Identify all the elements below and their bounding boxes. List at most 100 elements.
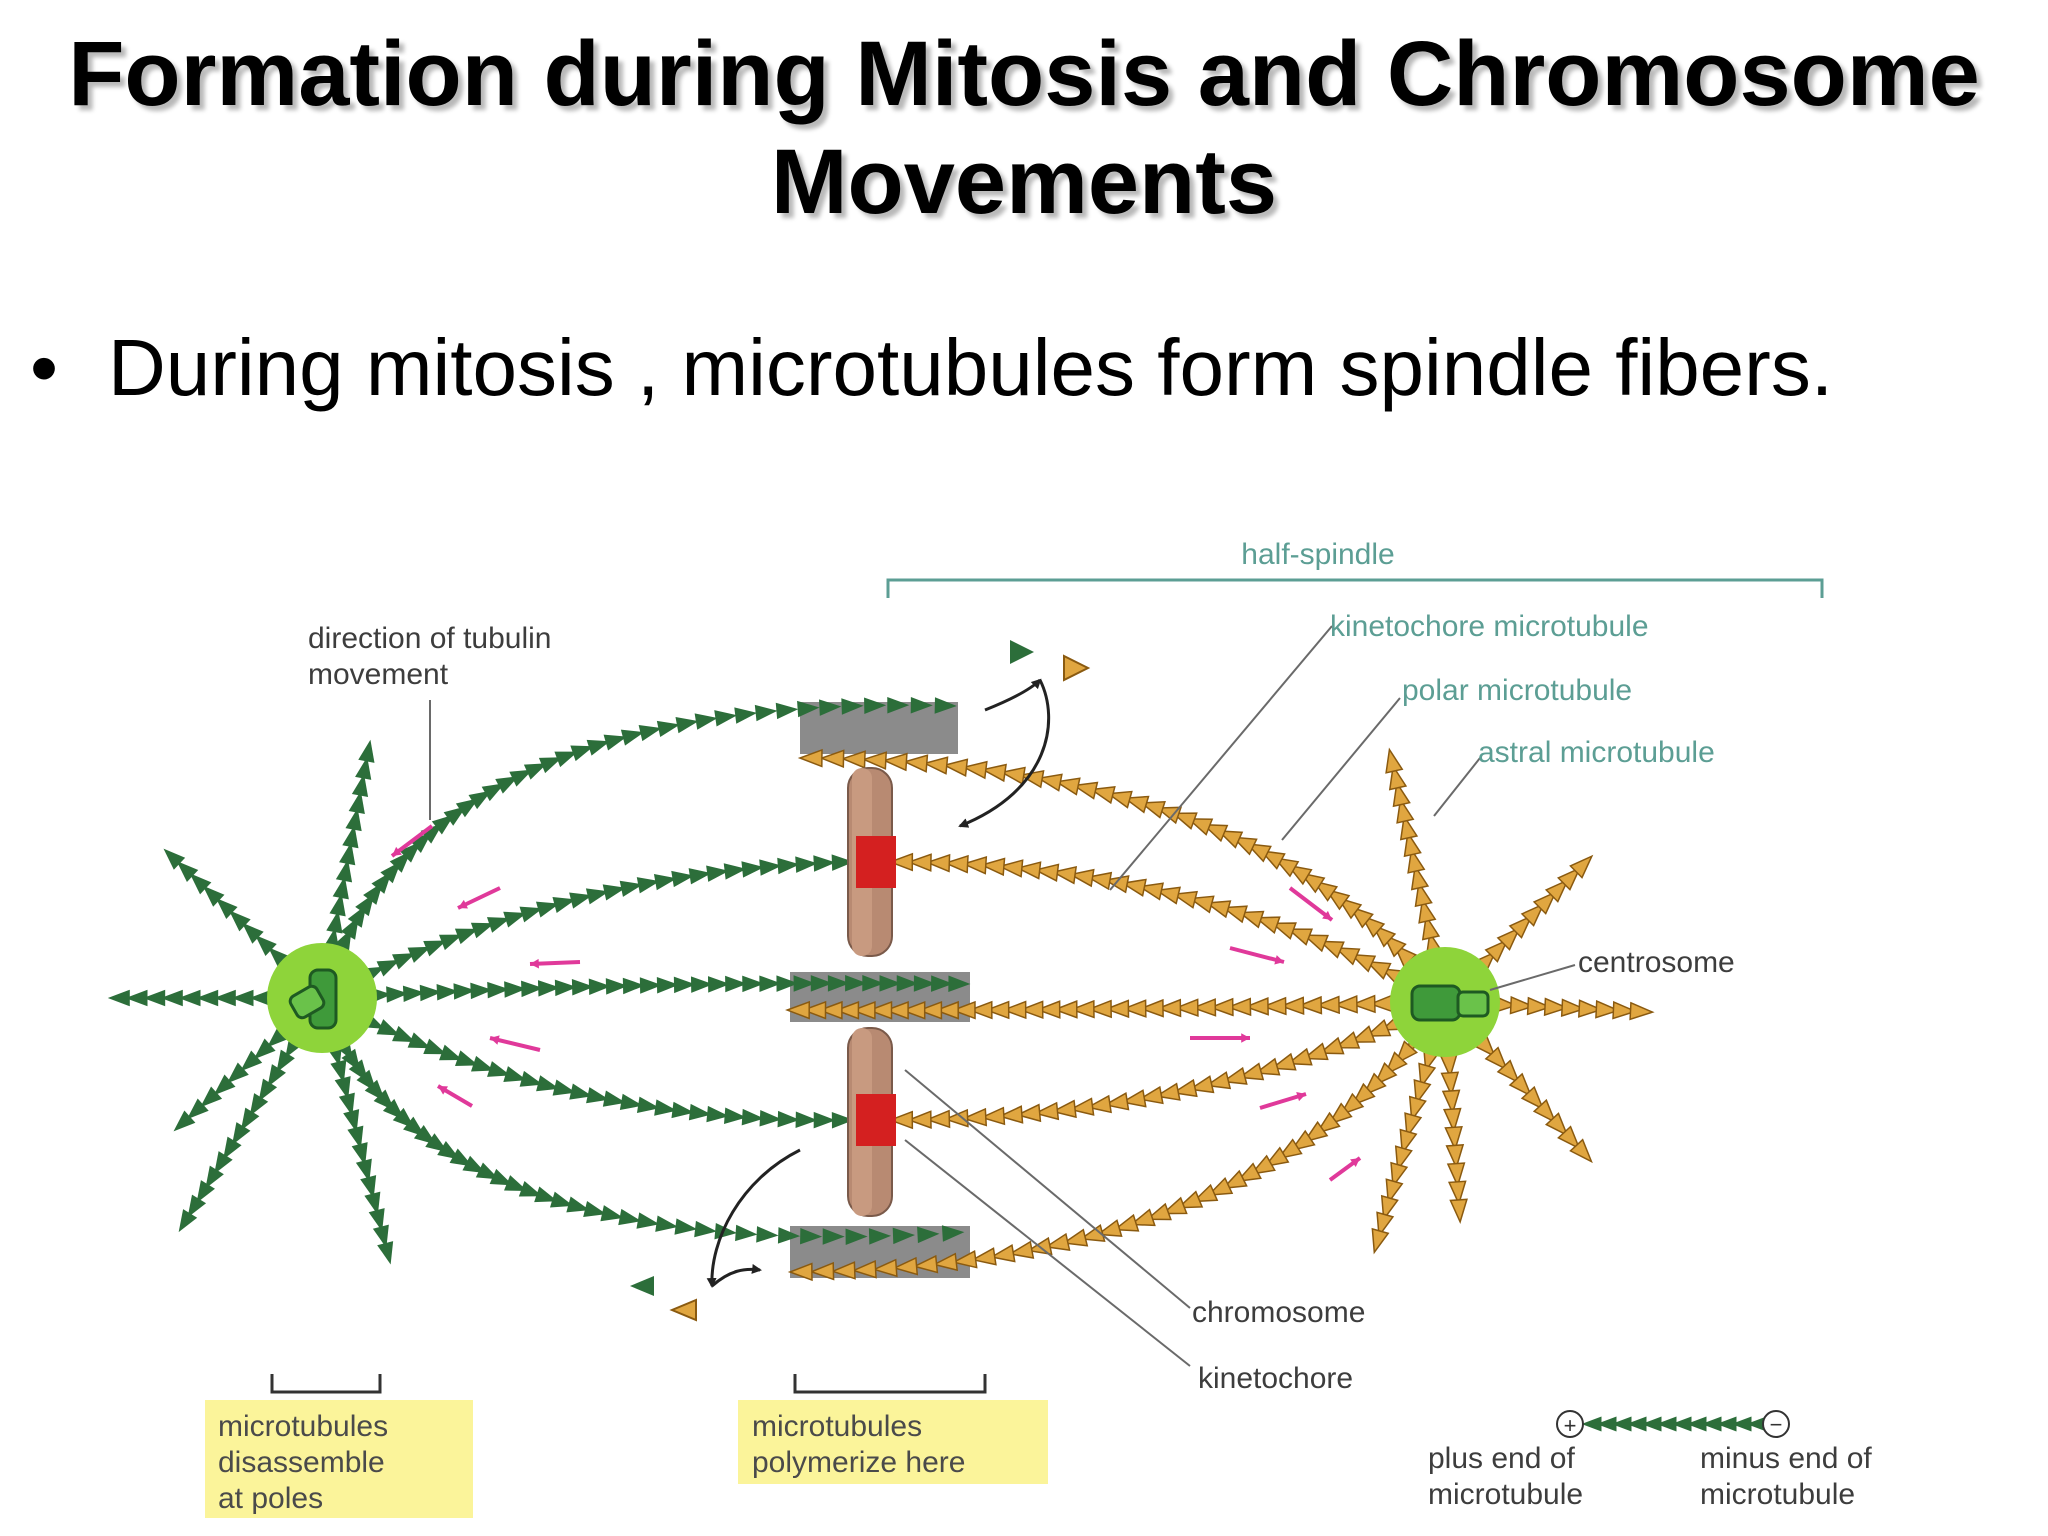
tubulin-subunit	[1484, 938, 1509, 963]
pink-arrowhead-0	[392, 846, 402, 856]
disassemble-label-line2: disassemble	[218, 1446, 385, 1479]
tubulin-subunit	[438, 934, 463, 951]
tubulin-subunit	[489, 1168, 514, 1186]
tubulin-subunit	[675, 716, 699, 734]
tubulin-subunit	[1221, 905, 1248, 924]
tubulin-subunit	[961, 856, 988, 875]
tubulin-subunit	[887, 697, 910, 714]
tubulin-subunit	[1243, 997, 1269, 1016]
tubulin-subunit	[1289, 1129, 1316, 1152]
tubulin-subunit	[1314, 995, 1340, 1015]
tubulin-subunit	[888, 852, 914, 872]
pink-arrowhead-8	[1296, 1091, 1306, 1102]
tubulin-subunit	[707, 976, 731, 993]
centrosome-left	[267, 943, 377, 1053]
tubulin-subunit	[1104, 999, 1130, 1019]
tubulin-subunit	[1221, 1066, 1248, 1085]
tubulin-subunit	[178, 989, 201, 1007]
tubulin-subunit	[1191, 1183, 1219, 1203]
tubulin-subunit	[795, 856, 818, 873]
tubulin-subunit	[1544, 1112, 1569, 1137]
tubulin-subunit	[1001, 1000, 1027, 1020]
tubulin-subunit	[351, 1142, 368, 1166]
tubulin-subunit	[519, 1070, 544, 1087]
tubulin-subunit	[1204, 1071, 1232, 1090]
bracket-polymerize	[793, 1374, 987, 1394]
tubulin-subunit	[831, 1111, 854, 1129]
tubulin-subunit	[377, 1241, 394, 1265]
tubulin-subunit	[723, 863, 747, 880]
pink-arrow-5	[1288, 886, 1334, 922]
tubulin-subunit	[1044, 1232, 1071, 1252]
polar-microtubule-right-bottom	[787, 993, 1456, 1282]
tubulin-subunit	[795, 1111, 818, 1129]
tubulin-subunit	[453, 983, 476, 1000]
tubulin-subunit	[503, 911, 527, 928]
curved-arrow-bottom	[706, 1148, 801, 1288]
tubulin-subunit	[268, 947, 290, 969]
tubulin-subunit	[1089, 786, 1116, 805]
tubulin-subunit	[360, 1175, 377, 1199]
pink-arrowhead-9	[1350, 1158, 1360, 1168]
tubulin-subunit	[943, 854, 969, 874]
tubulin-subunit	[1276, 1138, 1303, 1160]
tubulin-subunit	[868, 1228, 892, 1245]
tubulin-subunit	[735, 1224, 758, 1242]
kinetochore-microtubule-label: kinetochore microtubule	[1330, 610, 1649, 643]
tubulin-subunit	[223, 1136, 242, 1160]
tubulin-subunit	[1015, 1103, 1042, 1123]
leader-lines	[429, 625, 1576, 1367]
plus-symbol-text: +	[1564, 1413, 1577, 1438]
tubulin-subunit	[896, 975, 919, 992]
tubulin-subunit	[1106, 790, 1133, 809]
tubulin-subunit	[797, 748, 823, 768]
tubulin-subunit	[1018, 1000, 1044, 1020]
tubulin-subunit	[1103, 1092, 1130, 1111]
tubulin-subunit	[984, 1000, 1010, 1020]
tubulin-subunit	[671, 1101, 695, 1119]
tubulin-subunit	[636, 1096, 660, 1113]
direction-label-line1: direction of tubulin	[308, 622, 552, 655]
tubulin-subunit	[605, 978, 628, 995]
tubulin-subunit	[734, 707, 758, 724]
tubulin-subunit	[1061, 1228, 1089, 1247]
tubulin-subunit	[943, 1108, 969, 1128]
tubulin-subunit	[1595, 1000, 1621, 1019]
tubulin-subunit	[1186, 818, 1214, 836]
tubulin-subunit	[925, 1109, 951, 1129]
tubulin-subunit	[1578, 999, 1604, 1018]
tubulin-subunit	[1033, 1101, 1060, 1121]
bullet-point: •During mitosis , microtubules form spin…	[30, 318, 2030, 418]
tubulin-subunit	[1035, 1000, 1061, 1019]
tubulin-subunit	[1390, 1161, 1409, 1189]
tubulin-subunit	[706, 865, 730, 882]
tubulin-subunit	[1611, 1416, 1632, 1432]
tubulin-subunit	[653, 873, 678, 891]
tubulin-subunit	[1015, 861, 1042, 880]
tubulin-subunit	[443, 806, 467, 826]
pink-arrowhead-3	[490, 1035, 500, 1045]
tubulin-subunit	[240, 1050, 263, 1072]
tubulin-subunit	[372, 1224, 389, 1248]
half-spindle-label: half-spindle	[1241, 538, 1394, 571]
tubulin-subunit	[586, 1087, 610, 1104]
centrosome-right	[1390, 947, 1500, 1057]
tubulin-subunit	[817, 1000, 843, 1020]
tubulin-subunit	[1421, 914, 1441, 941]
half-spindle-bracket	[886, 578, 1824, 598]
tubulin-subunit	[351, 773, 369, 798]
legend: + − plus end of microtubule minus end of…	[1428, 1410, 1872, 1511]
tubulin-subunit	[213, 1074, 236, 1096]
tubulin-subunit	[200, 1086, 223, 1108]
tubulin-subunit	[1137, 1085, 1164, 1105]
tubulin-subunit	[961, 760, 988, 780]
tubulin-subunit	[534, 1186, 558, 1203]
tubulin-subunit	[1261, 996, 1287, 1016]
tubulin-subunit	[538, 757, 563, 774]
tubulin-subunit	[347, 1125, 364, 1149]
tubulin-subunit	[776, 975, 799, 992]
tubulin-subunit	[777, 1110, 800, 1128]
tubulin-subunit	[1245, 842, 1272, 863]
tubulin-subunit	[364, 1191, 381, 1215]
tubulin-subunit	[487, 981, 510, 999]
